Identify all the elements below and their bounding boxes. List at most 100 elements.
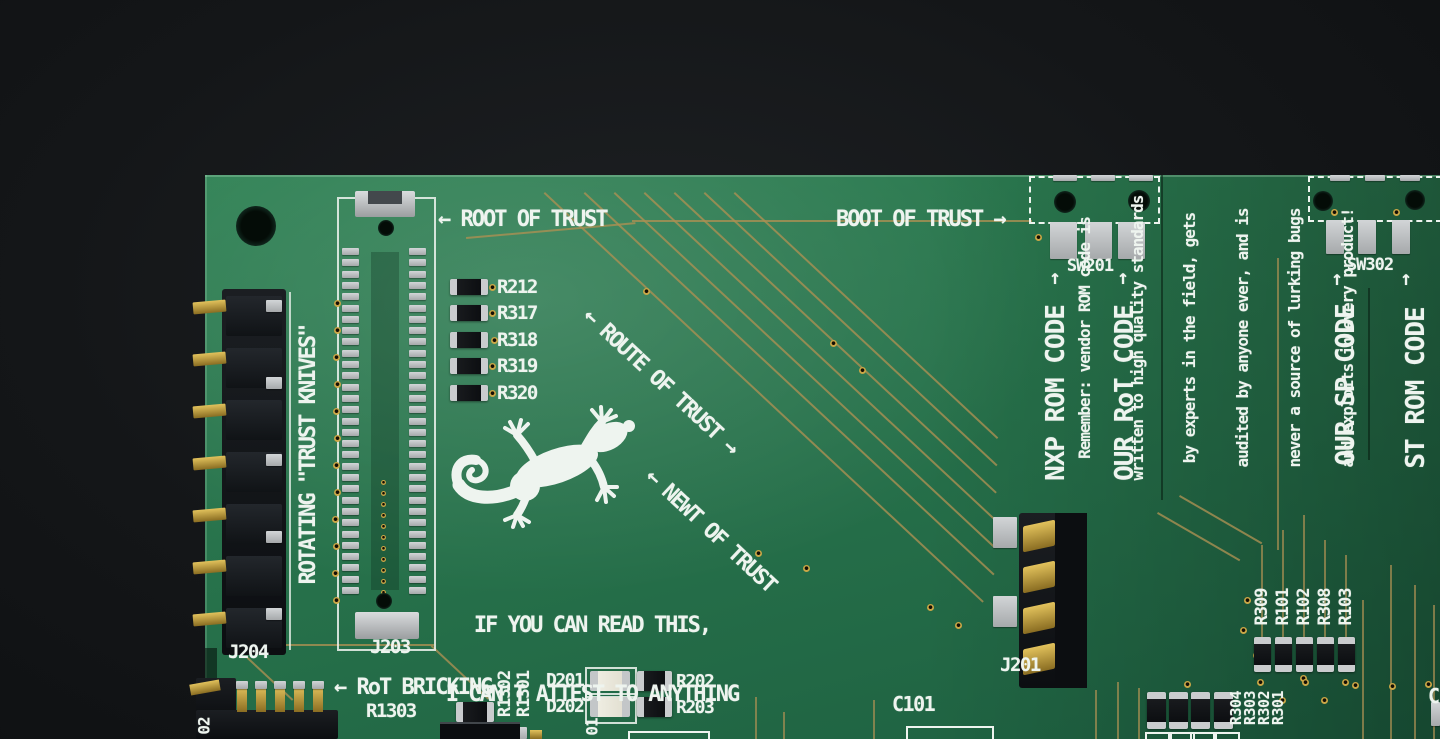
via xyxy=(1425,681,1432,688)
via xyxy=(643,288,650,295)
via xyxy=(332,570,339,577)
via xyxy=(333,597,340,604)
j202-pin xyxy=(237,686,247,712)
sw302-hole-left xyxy=(1313,191,1333,211)
partial-outline-box xyxy=(1145,732,1172,739)
j203-pad xyxy=(409,361,426,368)
j203-pad xyxy=(342,429,359,436)
j203-pad xyxy=(409,485,426,492)
j203-pad xyxy=(409,463,426,470)
j203-gold-dot xyxy=(381,502,386,507)
gecko-silkscreen xyxy=(451,405,635,529)
via xyxy=(1184,681,1191,688)
j203-gold-dot xyxy=(381,546,386,551)
via xyxy=(489,390,496,397)
j203-pad xyxy=(409,542,426,549)
via xyxy=(1393,209,1400,216)
j203-pad xyxy=(342,338,359,345)
resistor-body xyxy=(1169,692,1188,729)
up-arrow-icon: ↑ xyxy=(1400,266,1412,290)
j202-pin-cap xyxy=(255,681,267,689)
via xyxy=(334,381,341,388)
resistor-body xyxy=(450,385,488,401)
via xyxy=(489,363,496,370)
j203-pad xyxy=(409,282,426,289)
silk-boot-of-trust: BOOT OF TRUST → xyxy=(836,207,1007,232)
silk-rotating-trust-knives: ROTATING "TRUST KNIVES" xyxy=(296,325,322,585)
j202-body xyxy=(196,710,338,739)
sw201-pad xyxy=(1118,222,1145,259)
j203-gold-dot xyxy=(381,513,386,518)
j203-pad xyxy=(342,576,359,583)
via xyxy=(334,435,341,442)
via xyxy=(333,408,340,415)
j203-pad xyxy=(342,418,359,425)
j201-pad-upper xyxy=(993,517,1017,548)
j203-pad xyxy=(342,372,359,379)
ref-j204: J204 xyxy=(228,641,269,663)
j203-gold-dot xyxy=(381,524,386,529)
via xyxy=(859,367,866,374)
ref-r203: R203 xyxy=(676,697,715,718)
j203-pad xyxy=(342,327,359,334)
via xyxy=(1300,675,1307,682)
mounting-hole xyxy=(236,206,276,246)
j203-pad xyxy=(409,429,426,436)
via xyxy=(1342,679,1349,686)
partial-outline-box xyxy=(1190,732,1217,739)
j203-gold-dot xyxy=(381,557,386,562)
resistor-body xyxy=(1191,692,1210,729)
j203-pad xyxy=(342,587,359,594)
j203-pad xyxy=(409,305,426,312)
disclaimer-line: Remember: vendor ROM code is xyxy=(1075,217,1094,459)
via xyxy=(803,565,810,572)
sw302-pad xyxy=(1358,220,1376,254)
ref-j203: J203 xyxy=(370,636,411,658)
copper-trace xyxy=(1324,540,1326,637)
j203-pad xyxy=(342,508,359,515)
j203-pad xyxy=(342,440,359,447)
silk-our-rot-code: OUR RoT CODE xyxy=(1109,305,1140,481)
via xyxy=(491,337,498,344)
right-edge-component xyxy=(1431,702,1440,726)
j203-pad xyxy=(409,418,426,425)
ref-r102: R102 xyxy=(1293,588,1314,626)
copper-trace xyxy=(1138,688,1140,739)
ref-j201: J201 xyxy=(1000,654,1041,676)
sw201-pad xyxy=(1091,175,1115,181)
ref-r308: R308 xyxy=(1314,588,1335,626)
d201-led-body xyxy=(590,671,630,691)
j203-pad xyxy=(342,497,359,504)
j203-pad xyxy=(409,338,426,345)
j201-body-shadow xyxy=(1055,513,1087,688)
j203-pad xyxy=(342,293,359,300)
via xyxy=(1331,209,1338,216)
via xyxy=(332,516,339,523)
ref-r317: R317 xyxy=(497,302,538,324)
via xyxy=(334,489,341,496)
silk-our-sp-code: OUR SP CODE xyxy=(1330,304,1361,466)
j203-pad xyxy=(342,259,359,266)
copper-trace xyxy=(248,644,434,646)
j203-pad xyxy=(342,564,359,571)
j204-side-pad xyxy=(266,300,282,312)
j203-pad xyxy=(342,395,359,402)
resistor-body xyxy=(1214,692,1233,729)
via xyxy=(489,284,496,291)
via xyxy=(1302,679,1309,686)
via xyxy=(333,354,340,361)
j204-side-pad xyxy=(266,608,282,620)
j204-segment xyxy=(226,556,282,596)
j204-side-pad xyxy=(266,454,282,466)
j202-pin xyxy=(256,686,266,712)
via xyxy=(1240,627,1247,634)
via xyxy=(334,300,341,307)
j203-hole-top xyxy=(378,220,394,236)
copper-trace xyxy=(1277,258,1279,550)
disclaimer-line: audited by anyone ever, and is xyxy=(1232,208,1252,468)
j202-pin-cap xyxy=(236,681,248,689)
j202-pin-cap xyxy=(274,681,286,689)
j202-pin xyxy=(294,686,304,712)
silk-root-of-trust: ← ROOT OF TRUST xyxy=(438,207,609,232)
sw201-pad xyxy=(1129,175,1153,181)
